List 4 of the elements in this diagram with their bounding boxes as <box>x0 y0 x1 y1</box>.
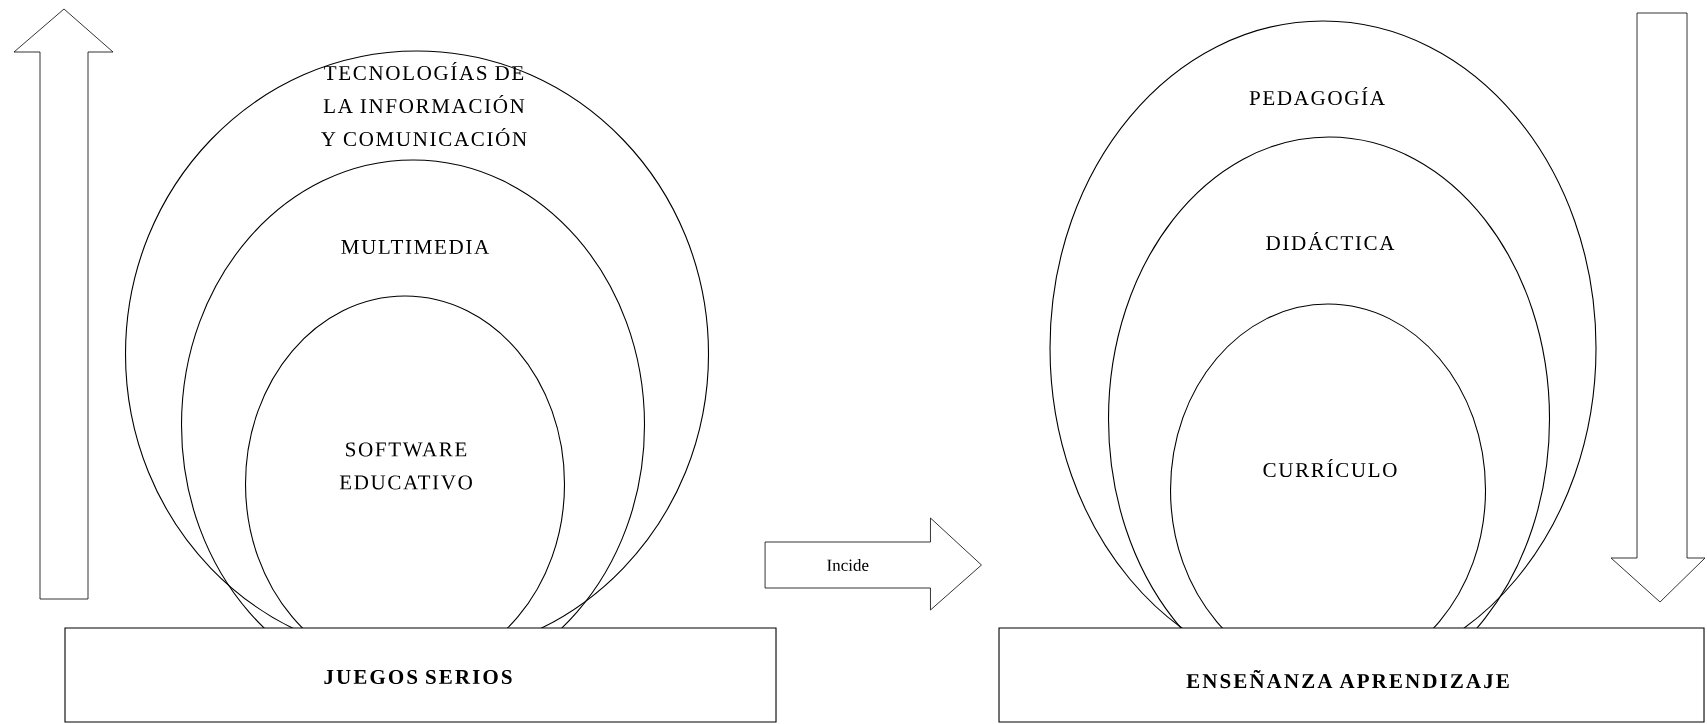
block-arrow <box>764 517 982 611</box>
edge-label: Incide <box>827 559 869 571</box>
base-box: ENSEÑANZA APRENDIZAJE <box>998 627 1705 723</box>
base-box: JUEGOS SERIOS <box>64 627 777 723</box>
